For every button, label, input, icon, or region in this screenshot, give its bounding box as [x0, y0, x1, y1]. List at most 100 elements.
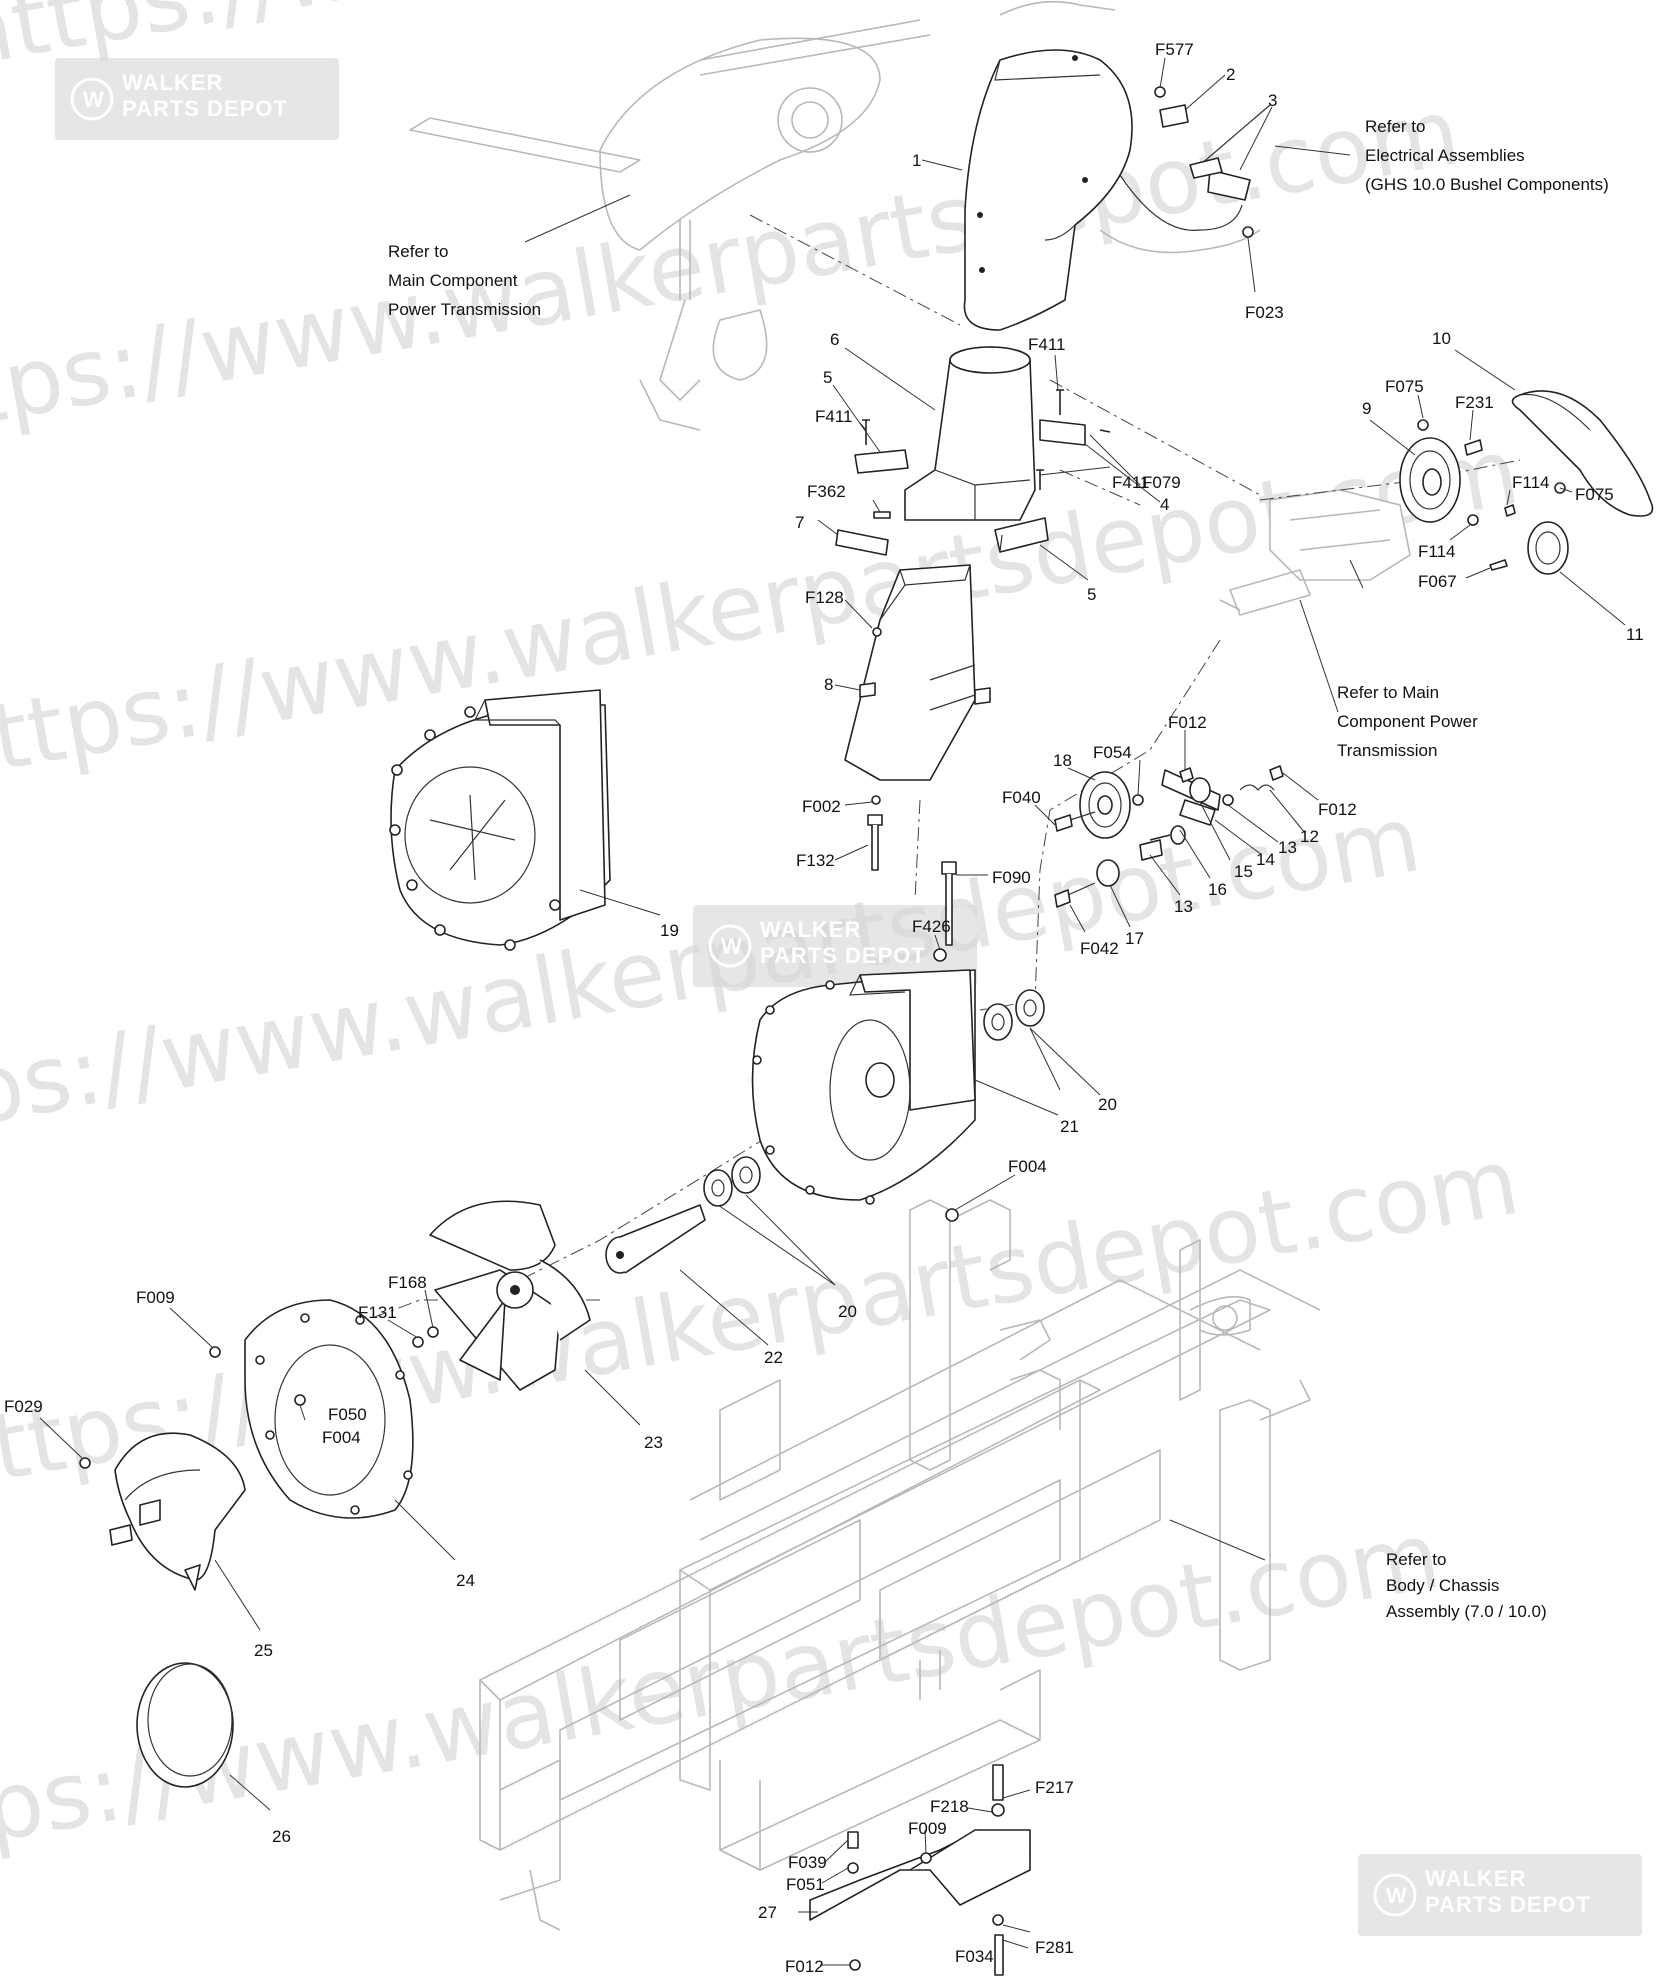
callout-F002: F002 — [802, 797, 841, 816]
walker-badge: W WALKER PARTS DEPOT — [1358, 1854, 1642, 1936]
callout-9: 9 — [1362, 399, 1371, 418]
badge-line1: WALKER — [760, 917, 861, 942]
callout-21: 21 — [1060, 1117, 1079, 1136]
part-20-bearings-lower — [703, 1156, 761, 1207]
callout-26: 26 — [272, 1827, 291, 1846]
callout-F040: F040 — [1002, 788, 1041, 807]
ref-line: Main Component — [388, 271, 518, 290]
callout-16: 16 — [1208, 880, 1227, 899]
ghost-power-transmission — [409, 0, 1261, 431]
part-16-15-arm — [1161, 769, 1221, 826]
callout-6: 6 — [830, 330, 839, 349]
ref-line: Transmission — [1337, 741, 1437, 760]
callout-13: 13 — [1278, 838, 1297, 857]
ref-note-body-chassis: Refer to Body / Chassis Assembly (7.0 / … — [1386, 1550, 1547, 1621]
callout-F075: F075 — [1575, 485, 1614, 504]
callout-F004: F004 — [322, 1428, 361, 1447]
badge-line2: PARTS DEPOT — [1425, 1892, 1591, 1917]
cover-plate-bolts — [255, 1313, 413, 1515]
callout-17: 17 — [1125, 929, 1144, 948]
part-5-bracket-lower — [994, 517, 1049, 553]
fasteners-F012 — [1179, 765, 1284, 806]
nut-F004 — [945, 1208, 959, 1222]
walker-logo-icon — [708, 924, 752, 968]
callout-F051: F051 — [786, 1875, 825, 1894]
callout-4: 4 — [1160, 495, 1169, 514]
ref-note-main-component: Refer to Main Component Power Transmissi… — [388, 242, 541, 319]
callout-14: 14 — [1256, 850, 1275, 869]
ref-line: Assembly (7.0 / 10.0) — [1386, 1602, 1547, 1621]
housing-bolts — [389, 706, 561, 951]
ref-line: Refer to — [1365, 117, 1425, 136]
washer-F054 — [1132, 794, 1144, 806]
callout-20: 20 — [1098, 1095, 1117, 1114]
part-27-bottom-bracket — [809, 1829, 1031, 1921]
fastener-F023 — [1242, 226, 1254, 238]
callout-15: 15 — [1234, 862, 1253, 881]
callout-13: 13 — [1174, 897, 1193, 916]
part-10-belt — [1511, 390, 1654, 517]
callout-F411: F411 — [815, 407, 853, 426]
fastener-F002 — [871, 795, 881, 805]
callout-F411: F411 — [1028, 335, 1066, 354]
fastener-F362 — [873, 511, 891, 519]
callout-1: 1 — [912, 151, 921, 170]
callout-F034: F034 — [955, 1947, 994, 1966]
bolt-F040 — [1054, 811, 1096, 832]
part-23-fan-impeller — [429, 1200, 591, 1391]
ghost-gearbox — [1219, 489, 1411, 616]
callout-F218: F218 — [930, 1797, 969, 1816]
part-11-pulley — [1527, 521, 1569, 575]
callout-F029: F029 — [4, 1397, 43, 1416]
badge-line1: WALKER — [1425, 1866, 1526, 1891]
ref-line: (GHS 10.0 Bushel Components) — [1365, 175, 1609, 194]
callout-F009: F009 — [908, 1819, 947, 1838]
watermark-text: https://www.walkerpartsdepot.com — [0, 418, 1526, 802]
callout-F067: F067 — [1418, 572, 1457, 591]
fasteners-F411 — [862, 389, 1111, 490]
callout-labels: 1 2 3 F577 F023 10 F075 F231 9 F114 F075… — [4, 40, 1644, 1976]
fastener-F128 — [872, 627, 882, 637]
callout-23: 23 — [644, 1433, 663, 1452]
part-19-blower-housing — [389, 689, 611, 951]
callout-19: 19 — [660, 921, 679, 940]
badge-line1: WALKER — [122, 70, 223, 95]
ref-note-electrical: Refer to Electrical Assemblies (GHS 10.0… — [1365, 117, 1609, 194]
callout-F090: F090 — [992, 868, 1031, 887]
part-5-bracket-upper — [854, 449, 909, 474]
callout-F411: F411 — [1112, 473, 1150, 492]
callout-F168: F168 — [388, 1273, 427, 1292]
leader-lines — [39, 57, 1626, 1966]
ref-line: Power Transmission — [388, 300, 541, 319]
part-18-idler-pulley — [1079, 771, 1131, 839]
callout-5: 5 — [823, 368, 832, 387]
part-7-pad — [835, 529, 889, 556]
callout-F577: F577 — [1155, 40, 1194, 59]
bolt-F029 — [79, 1457, 91, 1469]
callout-3: 3 — [1268, 91, 1277, 110]
callout-F131: F131 — [358, 1303, 397, 1322]
callout-11: 11 — [1626, 625, 1644, 644]
callout-8: 8 — [824, 675, 833, 694]
callout-22: 22 — [764, 1348, 783, 1367]
bolt-F042 — [1054, 882, 1096, 908]
callout-F039: F039 — [788, 1853, 827, 1872]
part-25-inlet-ring — [109, 1432, 246, 1591]
callout-F132: F132 — [796, 851, 835, 870]
callout-12: 12 — [1300, 827, 1319, 846]
callout-F004: F004 — [1008, 1157, 1047, 1176]
callout-F217: F217 — [1035, 1778, 1074, 1797]
callout-F231: F231 — [1455, 393, 1494, 412]
part-24-cover-plate — [244, 1299, 414, 1519]
walker-logo-icon — [70, 77, 114, 121]
part-3-lever-switch — [1119, 104, 1271, 231]
ref-note-main-component-2: Refer to Main Component Power Transmissi… — [1337, 683, 1478, 760]
callout-5: 5 — [1087, 585, 1096, 604]
callout-2: 2 — [1226, 65, 1235, 84]
part-17-washer — [1096, 859, 1120, 887]
callout-F426: F426 — [912, 917, 951, 936]
ref-line: Refer to — [388, 242, 448, 261]
part-2-bracket — [1159, 104, 1189, 128]
callout-7: 7 — [795, 513, 804, 532]
bolt-F090 — [941, 861, 957, 946]
